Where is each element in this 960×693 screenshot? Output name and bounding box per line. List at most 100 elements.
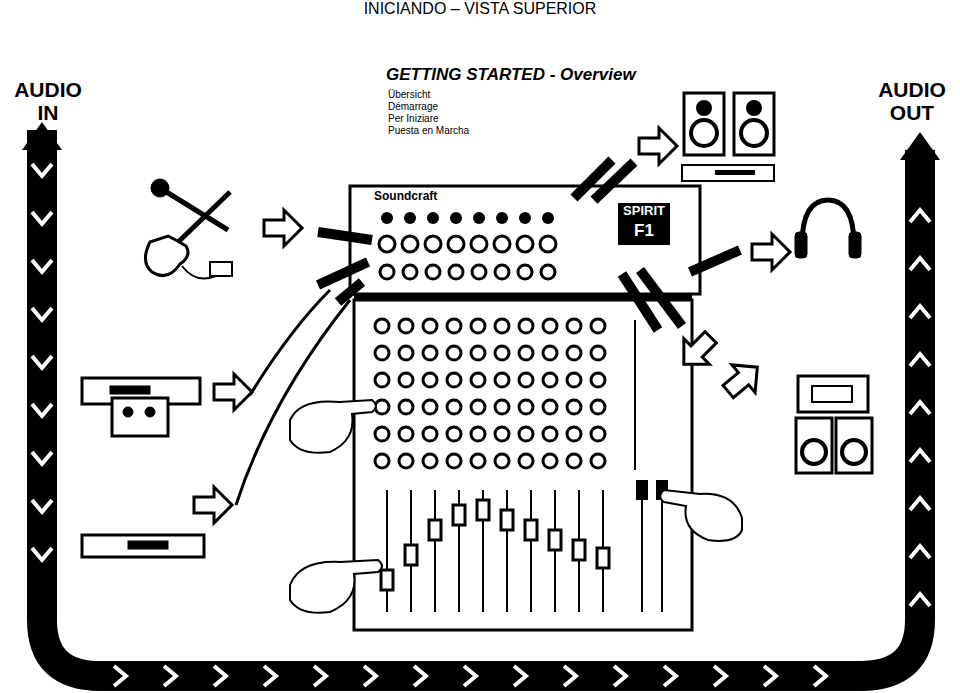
- chevron: [414, 666, 426, 686]
- knob: [495, 454, 509, 468]
- knob: [381, 212, 393, 224]
- knob: [471, 400, 485, 414]
- knob: [543, 427, 557, 441]
- knob: [423, 346, 437, 360]
- knob: [591, 373, 605, 387]
- knob: [567, 346, 581, 360]
- chevron: [910, 306, 930, 318]
- knob: [447, 454, 461, 468]
- knob: [543, 319, 557, 333]
- flow-arrow-shape: [671, 325, 723, 377]
- flow-arrow: [717, 353, 769, 405]
- knob: [591, 427, 605, 441]
- chevron: [32, 212, 52, 224]
- knob: [543, 346, 557, 360]
- chevron: [514, 666, 526, 686]
- chevron: [32, 308, 52, 320]
- fader-cap: [453, 505, 465, 525]
- fader-cap: [477, 500, 489, 520]
- chevron: [664, 666, 676, 686]
- chevron: [32, 260, 52, 272]
- chevron: [910, 546, 930, 558]
- knob: [495, 346, 509, 360]
- chevron: [214, 666, 226, 686]
- language-line: Puesta en Marcha: [388, 125, 528, 136]
- hands: [290, 400, 742, 613]
- knob: [375, 346, 389, 360]
- knob: [402, 236, 418, 252]
- chevron: [32, 164, 52, 176]
- knob: [399, 373, 413, 387]
- knob: [399, 427, 413, 441]
- chevron: [910, 354, 930, 366]
- knob: [448, 236, 464, 252]
- model-logo: SPIRIT: [620, 204, 668, 218]
- knob: [471, 236, 487, 252]
- fader-slot: [506, 490, 508, 612]
- knob: [447, 373, 461, 387]
- headphones: [795, 200, 861, 258]
- knob: [447, 427, 461, 441]
- knob: [450, 212, 462, 224]
- chevron: [32, 404, 52, 416]
- chevron: [32, 356, 52, 368]
- language-line: Démarrage: [388, 101, 528, 112]
- flow-arrows: [194, 128, 790, 523]
- knob: [425, 236, 441, 252]
- knob: [543, 454, 557, 468]
- flow-arrow: [214, 374, 252, 410]
- knob: [423, 319, 437, 333]
- knob: [495, 400, 509, 414]
- knob: [399, 346, 413, 360]
- chevron: [910, 210, 930, 222]
- knob: [423, 427, 437, 441]
- knob: [519, 346, 533, 360]
- knob: [404, 212, 416, 224]
- flow-arrow-shape: [717, 353, 769, 405]
- flow-arrow: [752, 234, 790, 270]
- knob: [567, 373, 581, 387]
- signal-band: [42, 130, 920, 676]
- fader-cap: [573, 540, 585, 560]
- fader-cap: [381, 570, 393, 590]
- knob: [519, 400, 533, 414]
- knob: [591, 346, 605, 360]
- chevron: [32, 452, 52, 464]
- flow-arrow: [639, 128, 677, 164]
- flow-arrow: [194, 487, 232, 523]
- knob: [423, 400, 437, 414]
- knob: [375, 319, 389, 333]
- knob: [519, 373, 533, 387]
- knob: [447, 346, 461, 360]
- logo-box: [618, 203, 670, 245]
- knob: [543, 400, 557, 414]
- jack: [403, 265, 417, 279]
- knob: [473, 212, 485, 224]
- band-head: [22, 122, 62, 150]
- knob: [519, 454, 533, 468]
- page-title: INICIANDO – VISTA SUPERIOR: [300, 0, 660, 18]
- jack: [380, 265, 394, 279]
- fader-cap: [429, 520, 441, 540]
- fader-cap: [501, 510, 513, 530]
- chevron: [164, 666, 176, 686]
- knob: [495, 373, 509, 387]
- chevron: [814, 666, 826, 686]
- mixer-body: [354, 300, 692, 630]
- knob: [471, 427, 485, 441]
- knob: [591, 400, 605, 414]
- knob: [375, 373, 389, 387]
- chevron: [910, 402, 930, 414]
- knob: [423, 373, 437, 387]
- fader-cap: [636, 480, 648, 500]
- meter: [634, 320, 636, 470]
- knob: [379, 236, 395, 252]
- jack: [518, 265, 532, 279]
- knob: [471, 346, 485, 360]
- flow-arrow-shape: [639, 128, 677, 164]
- chevron: [910, 498, 930, 510]
- knob: [427, 212, 439, 224]
- flow-arrow: [671, 325, 723, 377]
